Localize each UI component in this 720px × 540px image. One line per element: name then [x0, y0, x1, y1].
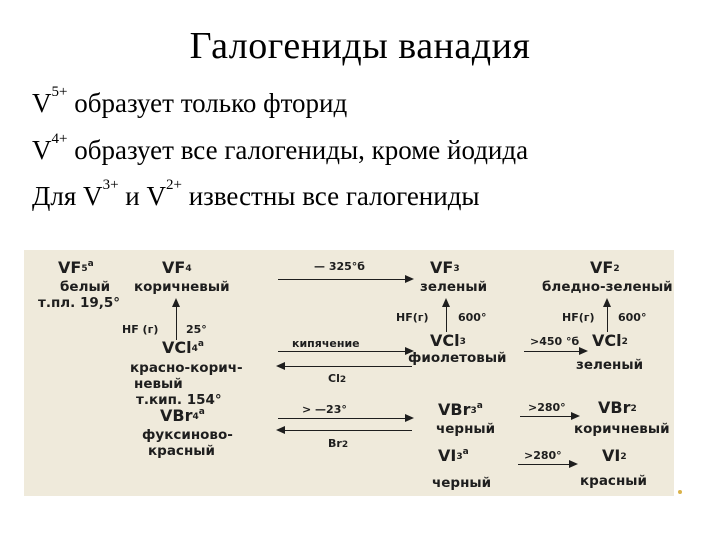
- ion-charge: 4+: [51, 131, 68, 147]
- halide-reaction-scheme: VF5a белый т.пл. 19,5° VF4 коричневый HF…: [24, 250, 674, 496]
- arrow-right: [278, 347, 414, 355]
- vbr3-color: черный: [436, 421, 496, 437]
- statement-v4: V4+ образует все галогениды, кроме йодид…: [32, 131, 529, 166]
- vf5-formula: VF5a: [58, 258, 94, 277]
- hf-gas-label: HF(г): [396, 311, 429, 324]
- vcl3-formula: VCl3: [430, 331, 466, 350]
- statement-text: образует все галогениды, кроме йодида: [67, 135, 529, 165]
- vcl4-color-line1: красно-корич-: [130, 360, 243, 376]
- reaction-condition: >450 °б: [530, 335, 580, 348]
- vf2-formula: VF2: [590, 258, 620, 277]
- statement-text: известны все галогениды: [181, 181, 480, 211]
- vcl4-color-line2: невый: [134, 376, 183, 392]
- slide-title: Галогениды ванадия: [189, 25, 531, 67]
- chlorine-reagent: Cl2: [328, 372, 347, 385]
- arrow-right: [518, 460, 578, 468]
- statement-v5: V5+ образует только фторид: [32, 84, 348, 119]
- vi3-formula: VI3a: [438, 446, 469, 465]
- statement-text: образует только фторид: [67, 88, 348, 118]
- temperature-label: 600°: [458, 311, 487, 324]
- vertical-arrow-up: [172, 298, 180, 340]
- statement-conjunction: и V: [118, 181, 166, 211]
- ion-symbol: V: [32, 88, 52, 118]
- vi2-color: красный: [580, 473, 647, 489]
- vi3-color: черный: [432, 475, 492, 491]
- vcl3-color: фиолетовый: [408, 350, 507, 366]
- vertical-arrow-up: [442, 298, 450, 332]
- arrow-left: [276, 426, 412, 434]
- vbr2-formula: VBr2: [598, 398, 637, 417]
- vcl4-formula: VCl4a: [162, 338, 204, 357]
- arrow-right: [278, 275, 414, 283]
- reaction-condition: — 325°б: [314, 260, 365, 273]
- vbr2-color: коричневый: [574, 421, 670, 437]
- reaction-condition: > —23°: [302, 403, 347, 416]
- decorative-dot: [678, 490, 682, 494]
- reaction-condition: >280°: [528, 401, 566, 414]
- statement-v3-v2: Для V3+ и V2+ известны все галогениды: [32, 177, 480, 212]
- reaction-condition: >280°: [524, 449, 562, 462]
- temperature-label: 25°: [186, 323, 207, 336]
- hf-gas-label: HF(г): [562, 311, 595, 324]
- bromine-reagent: Br2: [328, 437, 349, 450]
- arrow-right: [524, 347, 588, 355]
- arrow-left: [276, 362, 412, 370]
- vbr4-color-line1: фуксиново-: [142, 427, 233, 443]
- vf5-melting-point: т.пл. 19,5°: [38, 295, 121, 311]
- vbr4-formula: VBr4a: [160, 406, 205, 425]
- vf2-color: бледно-зеленый: [542, 279, 673, 295]
- ion-charge: 5+: [51, 84, 68, 100]
- vcl2-color: зеленый: [576, 357, 644, 373]
- vi2-formula: VI2: [602, 446, 627, 465]
- vertical-arrow-up: [603, 298, 611, 332]
- vf4-formula: VF4: [162, 258, 192, 277]
- vcl2-formula: VCl2: [592, 331, 628, 350]
- arrow-right: [520, 412, 580, 420]
- reaction-condition: кипячение: [292, 337, 360, 350]
- vf3-formula: VF3: [430, 258, 460, 277]
- ion-charge: 2+: [165, 177, 182, 193]
- ion-charge: 3+: [102, 177, 119, 193]
- vbr3-formula: VBr3a: [438, 400, 483, 419]
- ion-symbol: V: [32, 135, 52, 165]
- statement-prefix: Для V: [32, 181, 103, 211]
- vf3-color: зеленый: [420, 279, 488, 295]
- vcl4-boiling-point: т.кип. 154°: [136, 392, 222, 408]
- vf4-color: коричневый: [134, 279, 230, 295]
- temperature-label: 600°: [618, 311, 647, 324]
- vbr4-color-line2: красный: [148, 443, 215, 459]
- arrow-right: [278, 414, 414, 422]
- vf5-color: белый: [60, 279, 111, 295]
- hf-gas-label: HF (г): [122, 323, 159, 336]
